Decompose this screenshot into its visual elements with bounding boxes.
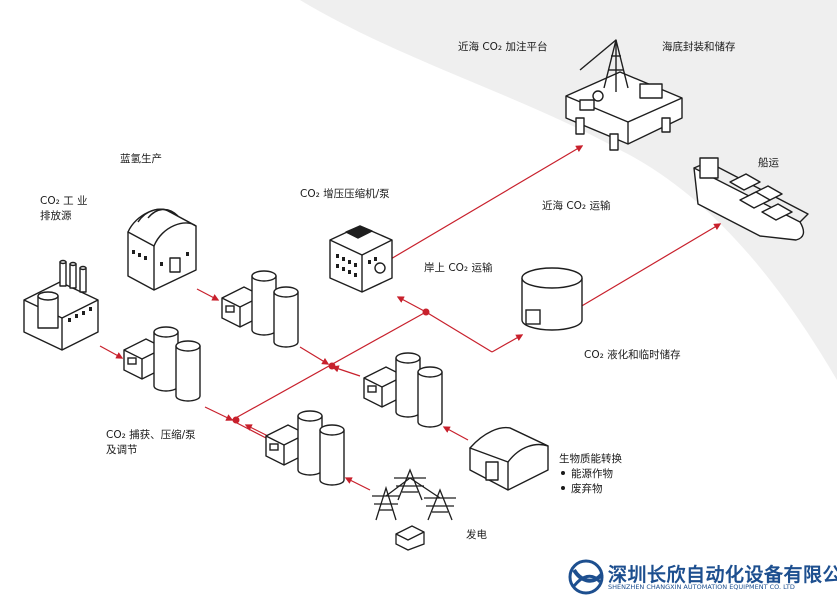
biomass-item-label: 能源作物 [571,468,613,480]
hydrogen-plant-icon [127,208,197,291]
label-seabed-storage: 海底封装和储存 [662,41,736,53]
tank-group-icon [221,270,299,348]
label-nearshore-platform: 近海 CO₂ 加注平台 [458,41,548,53]
ship-icon [693,157,809,241]
label-onshore-transport: 岸上 CO₂ 运输 [424,262,493,274]
compressor-building-icon [329,225,393,293]
label-nearshore-transport: 近海 CO₂ 运输 [542,200,611,212]
watermark-company-zh: 深圳长欣自动化设备有限公司 [608,564,837,586]
label-industrial-emission: CO₂ 工 业排放源 [40,195,88,222]
storage-tank-icon [521,267,583,331]
junction-node [422,308,430,316]
tank-group-icon [265,410,345,486]
background-swoosh [300,0,837,380]
junction-node [232,416,240,424]
junction-node [328,362,336,370]
label-blue-hydrogen: 蓝氢生产 [120,153,162,165]
logo-icon [568,559,604,595]
biomass-list: 能源作物 废弃物 [559,467,613,497]
label-biomass: 生物质能转换 [559,453,622,465]
factory-icon [23,259,99,351]
tank-group-icon [123,326,201,402]
warehouse-icon [469,426,549,491]
label-compressor-pump: CO₂ 增压压缩机/泵 [300,188,390,200]
label-capture: CO₂ 捕获、压缩/泵及调节 [106,429,196,456]
watermark: 深圳长欣自动化设备有限公司 SHENZHEN CHANGXIN AUTOMATI… [570,558,837,596]
offshore-platform-icon [565,39,683,151]
label-liquefaction-storage: CO₂ 液化和临时储存 [584,349,681,361]
pylon-icon [372,468,456,551]
label-power: 发电 [466,529,487,541]
list-item: 废弃物 [559,482,613,497]
label-shipping: 船运 [758,157,779,169]
tank-group-icon [363,352,443,428]
list-item: 能源作物 [559,467,613,482]
watermark-company-en: SHENZHEN CHANGXIN AUTOMATION EQUIPMENT C… [608,583,795,591]
biomass-item-label: 废弃物 [571,483,603,495]
